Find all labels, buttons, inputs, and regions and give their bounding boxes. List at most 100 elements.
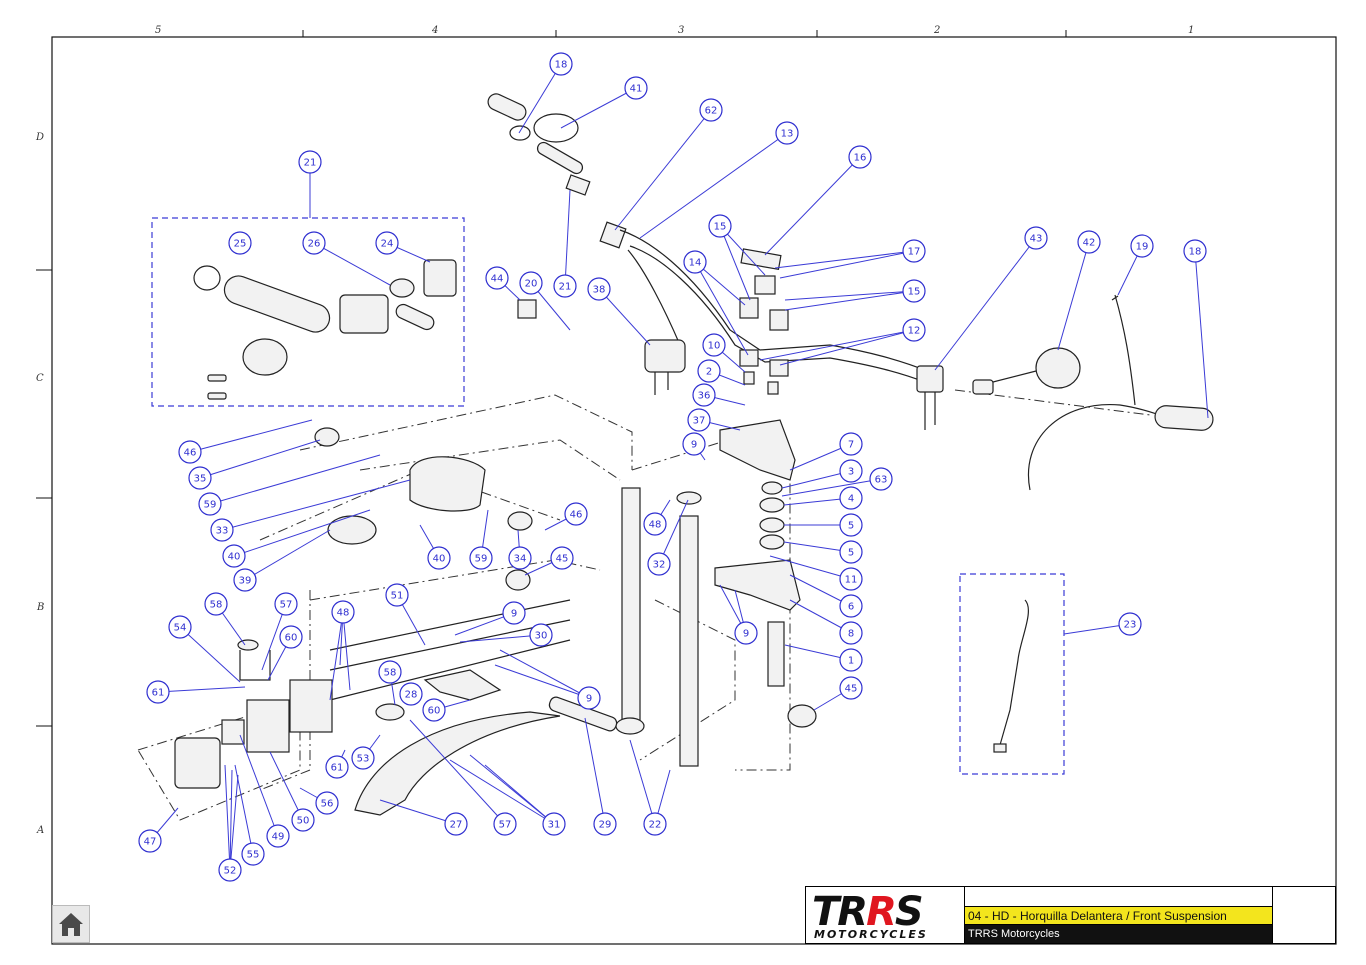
callout-52: 52 <box>218 858 242 882</box>
callout-number: 60 <box>285 633 298 644</box>
zone-col-4: 4 <box>431 25 438 36</box>
callout-circle <box>188 466 212 490</box>
callout-circle <box>138 829 162 853</box>
callout-circle <box>692 383 716 407</box>
callout-number: 50 <box>297 816 310 827</box>
callout-circle <box>298 150 322 174</box>
logo-text-a: TR <box>812 889 868 935</box>
callout-number: 24 <box>381 239 394 250</box>
callout-number: 5 <box>848 548 854 559</box>
zone-col-1: 1 <box>1188 25 1194 36</box>
callout-number: 58 <box>210 600 223 611</box>
callout-number: 46 <box>570 510 583 521</box>
callout-circle <box>266 824 290 848</box>
callout-41: 41 <box>624 76 648 100</box>
callout-number: 36 <box>698 391 711 402</box>
callout-number: 28 <box>405 690 418 701</box>
callout-circle <box>624 76 648 100</box>
callout-number: 49 <box>272 832 285 843</box>
callout-57: 57 <box>493 812 517 836</box>
callout-number: 40 <box>433 554 446 565</box>
callout-55: 55 <box>241 842 265 866</box>
zone-markers: 5 4 3 2 1 D C B A <box>35 25 1194 836</box>
leader-lines <box>149 63 1209 871</box>
callout-46: 46 <box>178 440 202 464</box>
callout-42: 42 <box>1077 230 1101 254</box>
callout-number: 22 <box>649 820 662 831</box>
callout-40: 40 <box>222 544 246 568</box>
callout-circle <box>233 568 257 592</box>
callout-number: 9 <box>586 694 592 705</box>
callout-61: 61 <box>325 755 349 779</box>
callout-61: 61 <box>146 680 170 704</box>
drawing-frame <box>51 36 1337 945</box>
callout-number: 40 <box>228 552 241 563</box>
callout-circle <box>331 600 355 624</box>
callout-circle <box>508 546 532 570</box>
callout-circle <box>210 518 234 542</box>
callout-circle <box>839 594 863 618</box>
callout-number: 26 <box>308 239 321 250</box>
callout-circle <box>469 546 493 570</box>
callout-1: 1 <box>839 648 863 672</box>
callout-circle <box>485 266 509 290</box>
callout-circle <box>204 592 228 616</box>
callout-number: 3 <box>848 467 854 478</box>
callout-circle <box>279 625 303 649</box>
callout-number: 51 <box>391 591 404 602</box>
home-button[interactable] <box>52 905 90 943</box>
callout-number: 15 <box>714 222 727 233</box>
callout-number: 6 <box>848 602 854 613</box>
callout-48: 48 <box>643 512 667 536</box>
callout-38: 38 <box>587 277 611 301</box>
callout-circle <box>542 812 566 836</box>
callout-circle <box>839 540 863 564</box>
callout-number: 63 <box>875 475 888 486</box>
callout-number: 57 <box>499 820 512 831</box>
callout-5: 5 <box>839 513 863 537</box>
callout-43: 43 <box>1024 226 1048 250</box>
callout-40: 40 <box>427 546 451 570</box>
callout-57: 57 <box>274 592 298 616</box>
home-icon <box>59 913 83 936</box>
callout-number: 39 <box>239 576 252 587</box>
callout-number: 62 <box>705 106 718 117</box>
callout-22: 22 <box>643 812 667 836</box>
callout-number: 55 <box>247 850 260 861</box>
callout-number: 9 <box>511 609 517 620</box>
callout-circle <box>848 145 872 169</box>
callout-number: 2 <box>706 367 712 378</box>
callout-number: 38 <box>593 285 606 296</box>
callout-number: 45 <box>845 684 858 695</box>
callout-54: 54 <box>168 615 192 639</box>
callout-number: 34 <box>514 554 527 565</box>
callout-58: 58 <box>378 660 402 684</box>
callout-34: 34 <box>508 546 532 570</box>
callout-circle <box>577 686 601 710</box>
callout-4: 4 <box>839 486 863 510</box>
callout-circle <box>775 121 799 145</box>
callout-circle <box>519 271 543 295</box>
callout-circle <box>839 676 863 700</box>
callout-46: 46 <box>564 502 588 526</box>
callout-56: 56 <box>315 791 339 815</box>
callout-number: 48 <box>649 520 662 531</box>
callout-15: 15 <box>708 214 732 238</box>
callout-circle <box>274 592 298 616</box>
callout-circle <box>697 359 721 383</box>
callout-number: 47 <box>144 837 157 848</box>
callout-circle <box>869 467 893 491</box>
logo-text-b: R <box>866 889 897 935</box>
callout-circle <box>422 698 446 722</box>
callout-number: 21 <box>559 282 572 293</box>
callout-number: 37 <box>693 416 706 427</box>
callout-circle <box>378 660 402 684</box>
callout-number: 1 <box>848 656 854 667</box>
callout-circle <box>178 440 202 464</box>
callout-51: 51 <box>385 583 409 607</box>
callout-circle <box>682 432 706 456</box>
callout-number: 42 <box>1083 238 1096 249</box>
callout-number: 9 <box>691 440 697 451</box>
callout-number: 46 <box>184 448 197 459</box>
